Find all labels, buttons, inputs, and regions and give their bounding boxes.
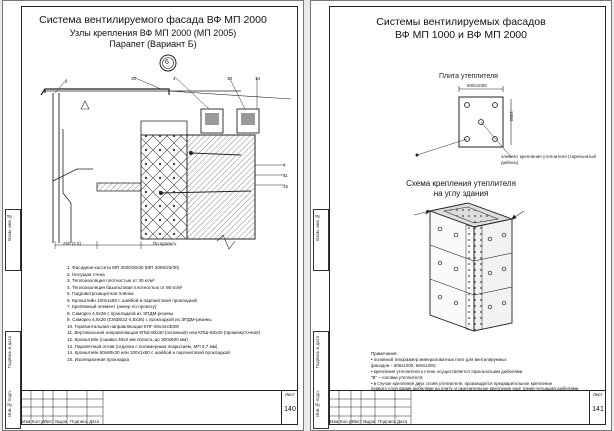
side-strip-top: Взам. инв.№	[313, 209, 329, 271]
sheet-subtitle: ВФ МП 1000 и ВФ МП 2000	[395, 29, 527, 41]
sheet-frame	[329, 6, 606, 425]
legend-item: 2. Несущая стена	[67, 271, 105, 277]
side-strip-top: Взам. инв.№	[5, 209, 21, 271]
sheet-label: Лист	[285, 392, 295, 397]
note-line: "В" – головки утеплителя;	[371, 374, 424, 380]
legend-item: 5. Гидроветрозащитная плёнка	[67, 291, 134, 297]
title-block: Изм. Кол.уч Лист №док Подпись Дата Лист …	[329, 390, 606, 425]
legend-item: 7. Крепёжный элемент (анкер по проекту)	[67, 304, 157, 310]
note-line: первого слоя двумя дюбелями на плиту, и …	[371, 386, 580, 392]
note-line: • основной типоразмер минераловатных пли…	[371, 356, 507, 362]
sheet-subtitle-variant: Парапет (Вариант Б)	[109, 39, 197, 49]
legend-item: 1. Фасадная кассета МП 2000/30/30 (МП 20…	[67, 265, 180, 270]
sheet-label: Лист	[593, 392, 603, 397]
parapet-section-drawing	[40, 76, 292, 250]
callout-number: 11	[283, 173, 288, 178]
stamp-label: №док	[363, 419, 375, 424]
stamp-label: Подпись	[378, 419, 396, 424]
side-label: Инв.№ подл.	[315, 390, 320, 417]
legend-item: 9. Саморез 4,8х20 (СМ38/22-4,8х36) с про…	[67, 317, 212, 323]
legend-item: 11. Вертикальная направляющая КПШ-90х30 …	[67, 330, 261, 336]
side-label: Подпись и дата	[7, 336, 12, 369]
legend-item: 13. Парапетный отлив (отделка с полимерн…	[67, 343, 218, 349]
legend-item: 12. Кронштейн (сшивка 40х2 мм полоса, до…	[67, 337, 188, 343]
callout-number: 1	[65, 79, 68, 84]
dimension-label: 250 (2,5)	[63, 241, 82, 246]
legend-item: 6. Кронштейн 100х1х80 с шайбой и паронит…	[67, 297, 197, 303]
corner-heading: Схема крепления утеплителя	[406, 179, 516, 188]
sheet-left: Взам. инв.№ Подпись и дата Инв.№ подл. С…	[2, 0, 304, 431]
stamp-label: Изм.	[22, 419, 32, 424]
legend-item: 3. Теплоизоляция плотностью от 30 кг/м³	[67, 278, 155, 284]
stamp-label: №док	[55, 419, 67, 424]
stamp-label: Дата	[397, 419, 407, 424]
stamp-label: Изм.	[330, 419, 340, 424]
legend-item: 10. Горизонтальная направляющая КПГ-30х4…	[67, 323, 179, 329]
plate-callout: элемент крепления утеплителя (тарельчаты…	[501, 154, 597, 165]
sheet-frame	[21, 6, 298, 425]
legend-item: 15. Изоляционная прокладка	[67, 356, 130, 362]
stamp-label: Лист	[44, 419, 54, 424]
sheet-number: 140	[284, 406, 296, 413]
sheet-number-box: Лист 140	[281, 391, 298, 425]
side-label: Инв.№ подл.	[7, 390, 12, 417]
insulation-plate-drawing	[415, 86, 512, 158]
sheet-number: 141	[592, 406, 604, 413]
node-symbol-number: 6	[165, 59, 169, 66]
legend-item: 14. Кронштейн 60х80х30 или 100х1х80 с ша…	[67, 350, 230, 356]
callout-number: 4	[173, 76, 176, 81]
corner-heading-line2: на углу здания	[433, 189, 489, 198]
notes-heading: Примечания:	[371, 351, 398, 356]
callout-number: 7	[283, 163, 286, 168]
plate-dimension: 600х1000	[467, 83, 487, 88]
title-block-grid	[21, 391, 104, 425]
corner-insulation-drawing	[413, 202, 525, 332]
sheet-title: Системы вентилируемых фасадов	[376, 16, 546, 28]
node-symbol-icon	[159, 54, 177, 72]
plate-dimension: 1000	[509, 111, 514, 122]
side-label: Взам. инв.№	[315, 214, 320, 241]
side-label: Подпись и дата	[315, 336, 320, 369]
stamp-label: Кол.уч	[32, 419, 46, 424]
dimension-label: По проекту	[153, 241, 177, 246]
notes-block: Примечания: • основной типоразмер минера…	[371, 351, 609, 392]
note-line: • крепление утеплителя к стене осуществл…	[371, 368, 523, 374]
stamp-label: Подпись	[70, 419, 88, 424]
sheet-subtitle: Узлы крепления ВФ МП 2000 (МП 2005)	[69, 28, 237, 38]
stamp-label: Лист	[352, 419, 362, 424]
side-strip-bottom: Подпись и дата Инв.№ подл.	[5, 331, 21, 429]
side-strip-bottom: Подпись и дата Инв.№ подл.	[313, 331, 329, 429]
legend-item: 8. Саморез 4,8х28 с прокладкой из ЭПДМ-р…	[67, 310, 174, 316]
plate-heading: Плита утеплителя	[439, 73, 498, 80]
legend-item: 4. Теплоизоляция базальтовая плотностью …	[67, 284, 183, 290]
legend-list: 1. Фасадная кассета МП 2000/30/30 (МП 20…	[67, 265, 303, 363]
note-line: фасадов – 600х1000, 600х1200;	[371, 362, 437, 368]
side-label: Взам. инв.№	[7, 214, 12, 241]
sheet-title: Система вентилируемого фасада ВФ МП 2000	[39, 14, 267, 26]
sheet-number-box: Лист 141	[589, 391, 606, 425]
title-block-grid	[329, 391, 412, 425]
stamp-label: Дата	[89, 419, 99, 424]
note-line: • в случае крепления двух слоёв утеплите…	[371, 380, 553, 386]
sheet-right: Взам. инв.№ Подпись и дата Инв.№ подл. С…	[310, 0, 612, 431]
callout-number: 15	[283, 184, 289, 189]
callout-number: 10	[131, 76, 137, 81]
stamp-label: Кол.уч	[340, 419, 354, 424]
callout-number: 14	[255, 76, 261, 81]
title-block: Изм. Кол.уч Лист №док Подпись Дата Лист …	[21, 390, 298, 425]
